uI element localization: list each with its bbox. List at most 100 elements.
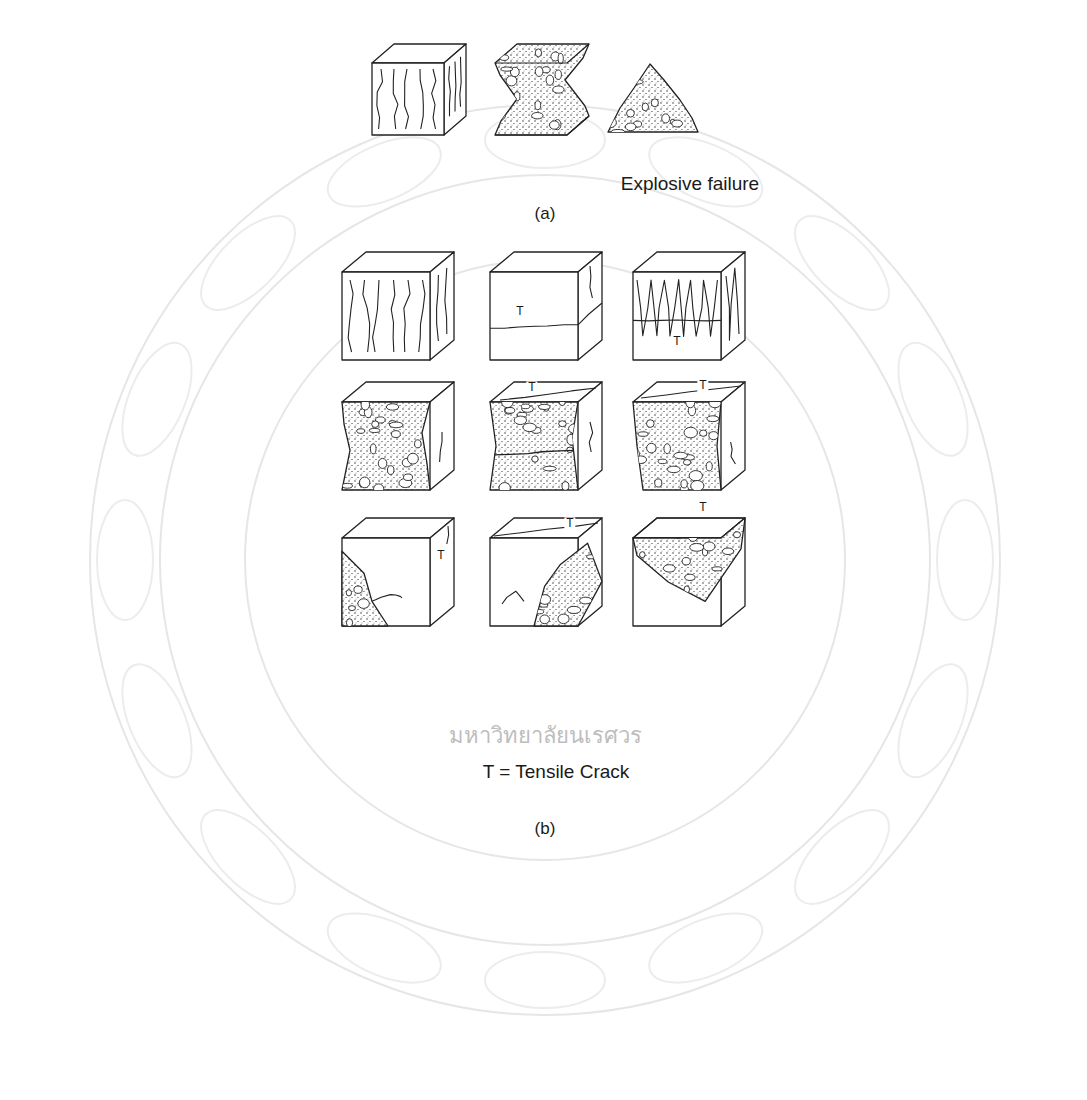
aggregate-stone bbox=[408, 453, 419, 464]
aggregate-stone bbox=[569, 424, 583, 434]
aggregate-stone bbox=[550, 121, 560, 129]
aggregate-stone bbox=[580, 597, 592, 604]
watermark-text: มหาวิทยาลัยนเรศวร bbox=[449, 724, 642, 748]
crushed-concrete bbox=[633, 518, 745, 601]
seal-petal bbox=[485, 952, 605, 1008]
aggregate-stone bbox=[581, 86, 592, 95]
seal-ring bbox=[160, 175, 930, 945]
aggregate-stone bbox=[674, 452, 688, 459]
crack-line bbox=[372, 595, 402, 602]
seal-petal bbox=[186, 201, 310, 325]
aggregate-stone bbox=[689, 471, 702, 481]
figure-label: (a) bbox=[535, 205, 556, 224]
aggregate-stone bbox=[632, 80, 644, 85]
aggregate-stone bbox=[674, 530, 682, 539]
aggregate-stone bbox=[559, 399, 565, 406]
aggregate-stone bbox=[681, 480, 687, 488]
aggregate-stone bbox=[535, 49, 541, 57]
aggregate-stone bbox=[514, 92, 520, 101]
aggregate-stone bbox=[679, 597, 689, 602]
crack-line bbox=[373, 280, 379, 352]
aggregate-stone bbox=[535, 67, 543, 77]
seal-petal bbox=[640, 899, 772, 997]
cube-front bbox=[342, 538, 430, 626]
aggregate-stone bbox=[499, 483, 510, 494]
crushed-concrete bbox=[342, 402, 430, 490]
seal-petal bbox=[318, 899, 450, 997]
crack-line bbox=[494, 523, 598, 536]
aggregate-stone bbox=[538, 559, 547, 566]
tensile-crack-mark: T bbox=[697, 501, 708, 514]
aggregate-stone bbox=[587, 555, 597, 559]
seal-ring bbox=[245, 260, 845, 860]
aggregate-stone bbox=[514, 416, 526, 424]
aggregate-stone bbox=[404, 474, 413, 480]
seal-petal bbox=[108, 655, 206, 787]
cube-side bbox=[721, 252, 745, 360]
crack-line bbox=[500, 388, 596, 400]
aggregate-stone bbox=[611, 129, 624, 133]
aggregate-stone bbox=[684, 586, 689, 593]
crack-line bbox=[454, 62, 456, 112]
aggregate-stone bbox=[616, 81, 622, 86]
aggregate-stone bbox=[375, 575, 381, 580]
aggregate-stone bbox=[553, 86, 564, 93]
aggregate-stone bbox=[707, 416, 719, 422]
crack-line bbox=[590, 266, 592, 298]
aggregate-stone bbox=[542, 571, 555, 576]
aggregate-stone bbox=[592, 601, 597, 609]
cube-front bbox=[633, 272, 721, 360]
aggregate-stone bbox=[495, 41, 504, 49]
crack-line bbox=[641, 386, 741, 398]
aggregate-stone bbox=[687, 103, 697, 108]
crack-line bbox=[502, 591, 524, 604]
crushed-concrete bbox=[633, 402, 721, 490]
aggregate-group bbox=[604, 80, 697, 134]
aggregate-stone bbox=[346, 619, 352, 627]
seal-petal bbox=[186, 795, 310, 919]
aggregate-stone bbox=[647, 443, 656, 453]
aggregate-group bbox=[628, 524, 745, 604]
crack-line bbox=[377, 69, 383, 129]
figure-label: (b) bbox=[535, 820, 556, 839]
aggregate-stone bbox=[346, 590, 351, 596]
aggregate-stone bbox=[662, 114, 670, 123]
aggregate-stone bbox=[358, 599, 370, 609]
aggregate-stone bbox=[706, 462, 712, 471]
aggregate-group bbox=[532, 555, 598, 624]
crushed-concrete bbox=[490, 402, 578, 490]
aggregate-stone bbox=[567, 434, 575, 445]
seal-petal bbox=[884, 655, 982, 787]
aggregate-stone bbox=[628, 590, 640, 596]
aggregate-stone bbox=[638, 432, 648, 436]
aggregate-stone bbox=[640, 552, 646, 558]
aggregate-stone bbox=[646, 420, 654, 428]
cube-side bbox=[578, 252, 602, 360]
crack-line bbox=[432, 69, 436, 129]
aggregate-stone bbox=[567, 606, 581, 613]
aggregate-stone bbox=[690, 543, 704, 551]
crack-line bbox=[404, 280, 410, 352]
cube-front bbox=[372, 63, 444, 135]
crack-line bbox=[393, 69, 398, 129]
aggregate-stone bbox=[583, 72, 592, 77]
aggregate-stone bbox=[686, 397, 695, 408]
aggregate-stone bbox=[546, 75, 554, 85]
aggregate-stone bbox=[651, 99, 658, 107]
aggregate-stone bbox=[740, 589, 746, 595]
aggregate-stone bbox=[370, 444, 376, 454]
aggregate-group bbox=[494, 41, 593, 130]
crack-line bbox=[445, 268, 447, 334]
aggregate-stone bbox=[635, 456, 647, 464]
aggregate-stone bbox=[558, 53, 563, 63]
crack-line bbox=[437, 275, 439, 341]
aggregate-stone bbox=[627, 109, 635, 117]
tensile-crack-mark: T bbox=[526, 381, 537, 394]
crack-line bbox=[633, 319, 721, 321]
aggregate-stone bbox=[709, 432, 718, 440]
crack-line bbox=[637, 280, 717, 337]
aggregate-stone bbox=[375, 560, 388, 571]
aggregate-stone bbox=[364, 563, 372, 568]
aggregate-stone bbox=[494, 110, 506, 121]
